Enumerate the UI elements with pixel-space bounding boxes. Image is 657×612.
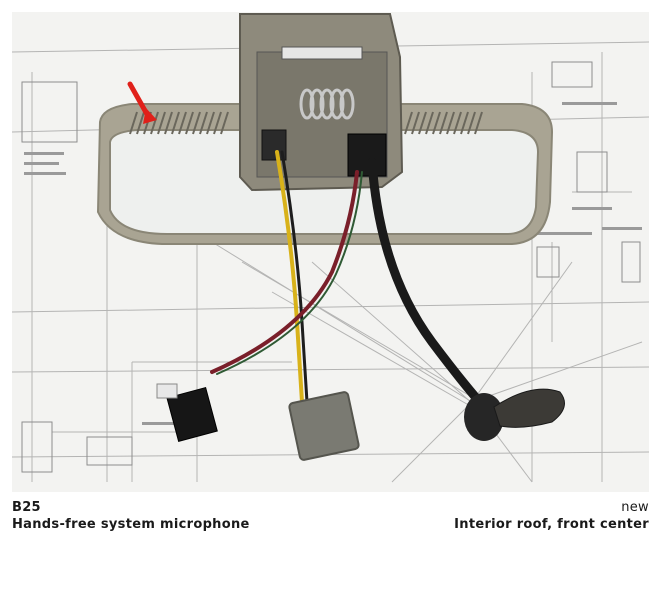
component-code: B25 [12, 500, 41, 515]
component-status: new [621, 500, 649, 515]
microphone-grille [129, 111, 229, 135]
schematic-text-marks [24, 102, 642, 425]
red-pointer-arrow [127, 81, 157, 124]
component-location: Interior roof, front center [454, 517, 649, 532]
speaker-grille-right [404, 111, 483, 135]
connector-plug [156, 383, 218, 443]
figure-caption: B25 Hands-free system microphone new Int… [12, 500, 649, 540]
component-photo [12, 12, 649, 492]
foam-microphone [288, 391, 360, 461]
mirror-mount-housing [239, 13, 404, 192]
spring-coil [299, 88, 355, 120]
rubber-grommet [464, 388, 565, 441]
photo-illustration [12, 12, 649, 492]
component-name: Hands-free system microphone [12, 517, 250, 532]
wiring-harness [210, 150, 489, 412]
